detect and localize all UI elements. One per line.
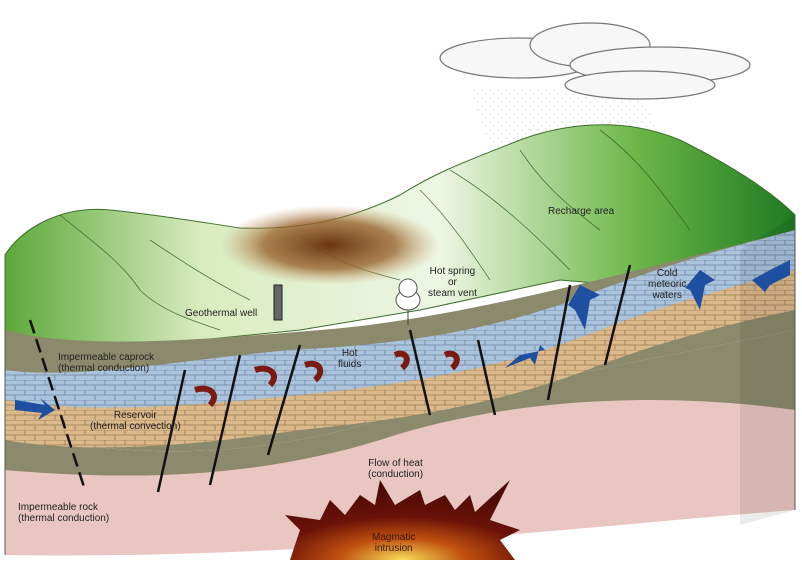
- label-cold-waters: Cold meteoric waters: [648, 268, 686, 301]
- block-side-face: [740, 215, 795, 525]
- cold-arrow-icon: [568, 285, 600, 330]
- fault-lines: [28, 264, 632, 493]
- label-hot-spring: Hot spring or steam vent: [428, 266, 477, 299]
- label-line: or: [448, 277, 457, 288]
- label-line: intrusion: [374, 543, 413, 554]
- label-line: (thermal conduction): [18, 513, 110, 524]
- hot-arrow-icon: [443, 350, 460, 371]
- label-line: Magmatic: [372, 532, 416, 543]
- hot-arrow-icon: [194, 385, 217, 408]
- label-line: Hot spring: [429, 266, 476, 277]
- geothermal-well-icon: [273, 284, 283, 321]
- hot-fluid-arrows: [194, 350, 460, 408]
- steam-vent-icon: [395, 278, 421, 325]
- label-line: Impermeable rock: [18, 502, 99, 513]
- lower-impermeable-rock: [5, 330, 795, 476]
- label-line: (thermal conduction): [58, 363, 150, 374]
- label-line: Flow of heat: [368, 458, 423, 469]
- magmatic-intrusion: [285, 480, 520, 560]
- cold-arrow-icon: [505, 345, 545, 368]
- label-line: Hot: [341, 348, 358, 359]
- hot-arrow-icon: [304, 360, 324, 383]
- reservoir-layer-tan: [5, 270, 795, 448]
- cloud-icon: [439, 22, 751, 100]
- label-geothermal-well: Geothermal well: [185, 308, 258, 319]
- label-reservoir: Reservoir (thermal convection): [90, 410, 181, 432]
- cold-arrow-icon: [15, 398, 55, 420]
- reservoir-layer-blue: [5, 230, 795, 408]
- label-magmatic-intrusion: Magmatic intrusion: [372, 532, 415, 554]
- label-line: Impermeable caprock: [58, 352, 155, 363]
- label-impermeable-rock: Impermeable rock (thermal conduction): [18, 502, 109, 524]
- thermal-alteration-zone: [220, 205, 440, 285]
- label-line: (conduction): [368, 469, 424, 480]
- label-line: Reservoir: [113, 410, 157, 421]
- label-line: Cold: [656, 268, 678, 279]
- label-hot-fluids: Hot fluids: [338, 348, 361, 370]
- hot-arrow-icon: [393, 350, 410, 371]
- label-caprock: Impermeable caprock (thermal conduction): [58, 352, 154, 374]
- label-line: fluids: [338, 359, 362, 370]
- label-line: waters: [652, 290, 682, 301]
- cold-arrow-icon: [752, 260, 790, 292]
- basement-rock: [5, 391, 795, 556]
- label-line: meteoric: [648, 279, 687, 290]
- label-recharge-area: Recharge area: [548, 206, 615, 217]
- cold-water-arrows: [15, 260, 790, 420]
- label-line: steam vent: [428, 288, 477, 299]
- hot-arrow-icon: [254, 365, 277, 388]
- cold-arrow-icon: [685, 270, 715, 310]
- label-flow-of-heat: Flow of heat (conduction): [368, 458, 423, 480]
- label-line: (thermal convection): [90, 421, 181, 432]
